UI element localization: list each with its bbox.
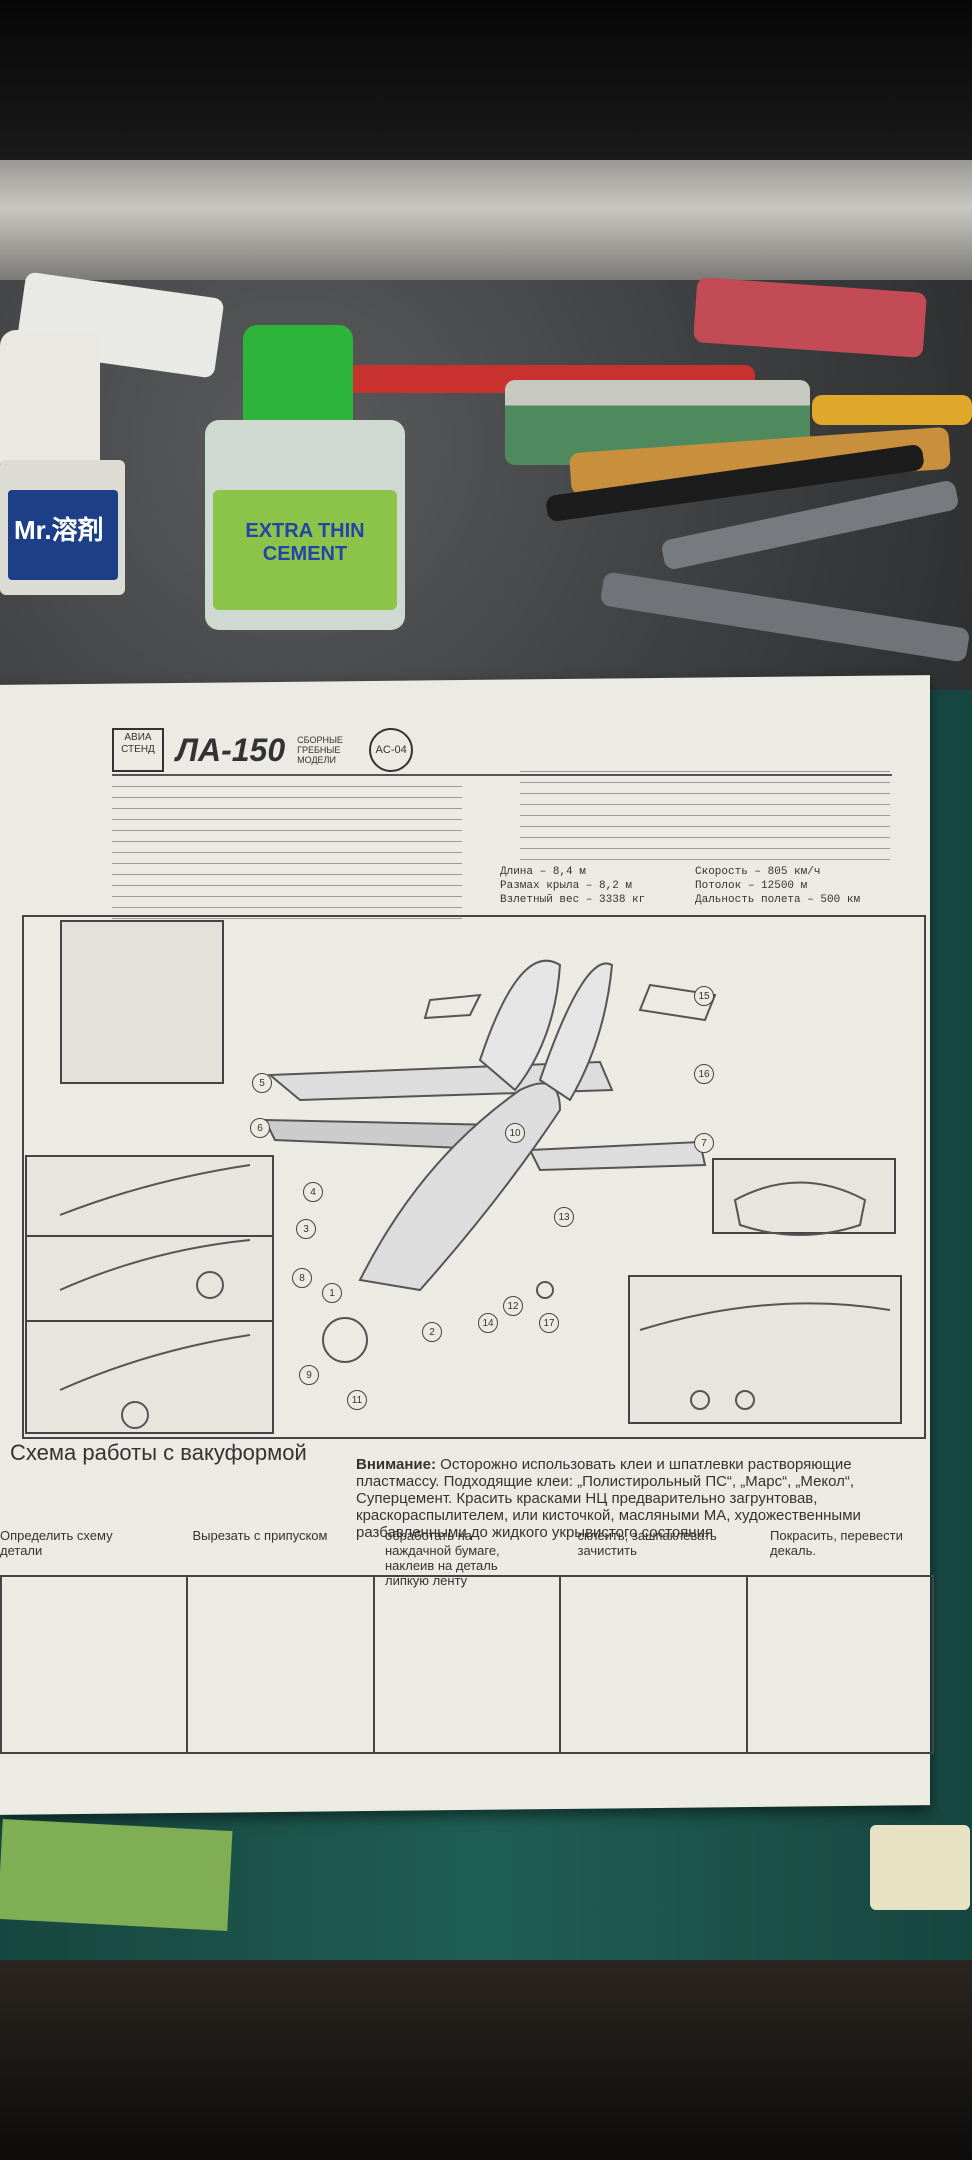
spec-row: Взлетный вес – 3338 кг [500, 893, 645, 907]
spec-row: Размах крыла – 8,2 м [500, 879, 645, 893]
part-callout-5: 5 [252, 1073, 272, 1093]
spec-row: Длина – 8,4 м [500, 865, 645, 879]
inset-landing-gear [628, 1275, 902, 1424]
spec-value: – 8,4 м [539, 866, 586, 878]
history-text-right [520, 765, 890, 865]
part-callout-7: 7 [694, 1133, 714, 1153]
paint-jar-text: Mr.溶剤 [14, 515, 104, 545]
part-callout-12: 12 [503, 1296, 523, 1316]
spec-label: Длина [500, 866, 534, 878]
vacuform-heading: Схема работы с вакуформой [10, 1440, 307, 1465]
part-callout-9: 9 [299, 1365, 319, 1385]
spec-label: Потолок [695, 880, 742, 892]
shelf-edge [0, 160, 972, 280]
green-masking-tape [0, 1819, 233, 1931]
cement-bottle: EXTRA THIN CEMENT [205, 325, 405, 630]
part-callout-8: 8 [292, 1268, 312, 1288]
spec-row: Скорость – 805 км/ч [695, 865, 860, 879]
vacuform-steps: Определить схему детали Вырезать с припу… [0, 1528, 920, 1588]
part-callout-14: 14 [478, 1313, 498, 1333]
part-callout-1: 1 [322, 1283, 342, 1303]
kit-title: ЛА-150 [176, 731, 286, 768]
spec-row: Потолок – 12500 м [695, 879, 860, 893]
part-callout-11: 11 [347, 1390, 367, 1410]
paint-jar: Mr.溶剤 [0, 330, 125, 595]
step-label: Определить схему детали [0, 1528, 113, 1558]
warning-text: Осторожно использовать клеи и шпатлевки … [356, 1456, 861, 1541]
step-label: Покрасить, перевести декаль. [770, 1528, 903, 1558]
spec-value: – 500 км [807, 894, 861, 906]
warning-block: Внимание: Осторожно использовать клеи и … [356, 1456, 916, 1541]
step-label: Вырезать с припуском [192, 1528, 328, 1543]
step-illustration [561, 1577, 748, 1752]
paint-jar-cap [0, 330, 100, 470]
header-rule [112, 774, 892, 776]
cement-label-text: EXTRA THIN CEMENT [245, 520, 365, 565]
bench-front-edge [0, 1960, 972, 2160]
part-callout-3: 3 [296, 1219, 316, 1239]
parts-sprue-panel [60, 920, 224, 1084]
step-illustration [2, 1577, 189, 1752]
part-callout-16: 16 [694, 1064, 714, 1084]
step-illustration [748, 1577, 932, 1752]
part-callout-13: 13 [554, 1207, 574, 1227]
spec-label: Скорость [695, 866, 748, 878]
cement-label [213, 490, 397, 610]
spec-label: Дальность полета [695, 894, 801, 906]
yellow-handle [812, 395, 972, 425]
specs-right: Скорость – 805 км/ч Потолок – 12500 м Да… [695, 865, 860, 907]
assembly-diagram [22, 915, 926, 1439]
dark-wall [0, 0, 972, 160]
part-callout-6: 6 [250, 1118, 270, 1138]
spec-label: Размах крыла [500, 880, 580, 892]
spec-value: – 805 км/ч [754, 866, 821, 878]
part-callout-17: 17 [539, 1313, 559, 1333]
specs-left: Длина – 8,4 м Размах крыла – 8,2 м Взлет… [500, 865, 645, 907]
spec-label: Взлетный вес [500, 894, 580, 906]
step-label: склеить, зашпаклевать зачистить [577, 1528, 717, 1558]
history-text-left [112, 780, 462, 920]
part-callout-2: 2 [422, 1322, 442, 1342]
spec-value: – 3338 кг [585, 894, 646, 906]
inset-left-top [25, 1155, 274, 1239]
vacuform-step-illustrations [0, 1575, 934, 1754]
part-callout-10: 10 [505, 1123, 525, 1143]
warning-label: Внимание: [356, 1456, 436, 1473]
spec-value: – 8,2 м [585, 880, 633, 892]
spec-row: Дальность полета – 500 км [695, 893, 860, 907]
tape-scraps [870, 1825, 970, 1910]
step-illustration [375, 1577, 562, 1752]
step-illustration [188, 1577, 375, 1752]
spec-value: – 12500 м [747, 880, 808, 892]
paint-jar-label [8, 490, 118, 580]
sheet-header: АВИА СТЕНД ЛА-150 СБОРНЫЕ ГРЕБНЫЕ МОДЕЛИ… [112, 728, 414, 772]
kit-subtitle: СБОРНЫЕ ГРЕБНЫЕ МОДЕЛИ [297, 735, 343, 765]
inset-left-bottom [25, 1320, 274, 1434]
brand-logo: АВИА СТЕНД [112, 728, 164, 772]
kit-code-badge: AC-04 [369, 728, 414, 772]
part-callout-4: 4 [303, 1182, 323, 1202]
part-callout-15: 15 [694, 986, 714, 1006]
